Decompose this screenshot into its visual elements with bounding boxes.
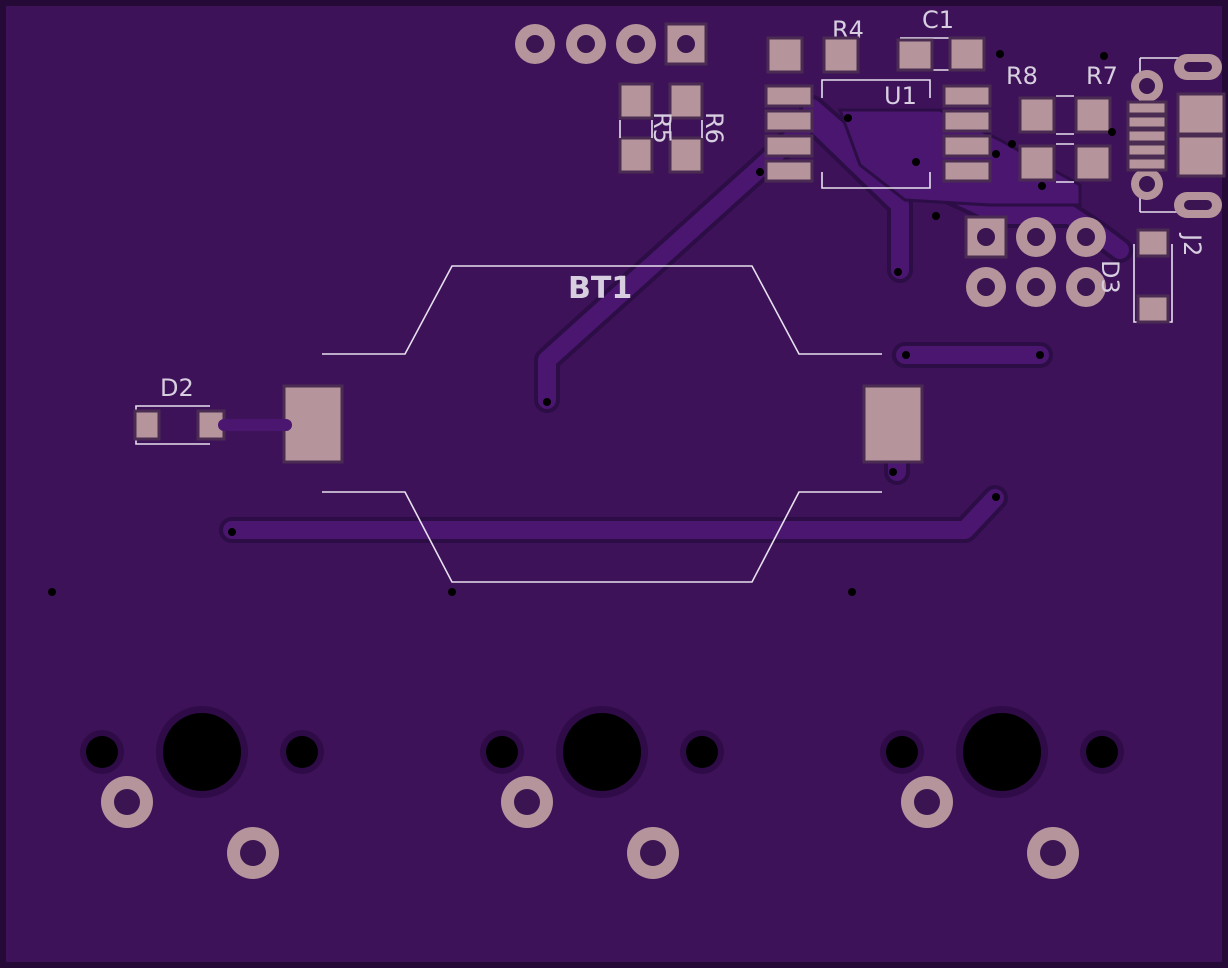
- c1-label: C1: [922, 6, 954, 34]
- d3-label: D3: [1096, 260, 1124, 294]
- r6-label: R6: [700, 112, 728, 144]
- bt1-pad-positive: [862, 384, 924, 464]
- r8-label: R8: [1006, 62, 1038, 90]
- u1-pads: [764, 84, 992, 183]
- d2-label: D2: [160, 374, 194, 402]
- switch-footprint-1: [80, 706, 324, 879]
- j2-connector: [1126, 54, 1226, 218]
- r5-r6-resistors: [618, 82, 704, 174]
- bt1-pad-negative: [282, 384, 344, 464]
- r4-pad-2: [822, 36, 860, 74]
- vias: [48, 50, 1116, 596]
- c1-pad-2: [948, 36, 986, 72]
- r7-label: R7: [1086, 62, 1118, 90]
- switch-footprint-2: [480, 706, 724, 879]
- switch-footprint-3: [880, 706, 1124, 879]
- d2-pad-cathode: [133, 409, 161, 441]
- u1-label: U1: [884, 82, 917, 110]
- header-2x3: [964, 215, 1106, 307]
- r5-label: R5: [648, 112, 676, 144]
- d3-led: [1133, 228, 1173, 324]
- j2-label: J2: [1178, 232, 1206, 256]
- c1-pad-1: [896, 38, 934, 72]
- r8-r7-resistors: [1018, 95, 1112, 183]
- bt1-outline: [322, 265, 882, 583]
- r4-pad-1: [766, 36, 804, 74]
- bt1-label: BT1: [568, 271, 632, 306]
- header-4pin: [515, 22, 708, 66]
